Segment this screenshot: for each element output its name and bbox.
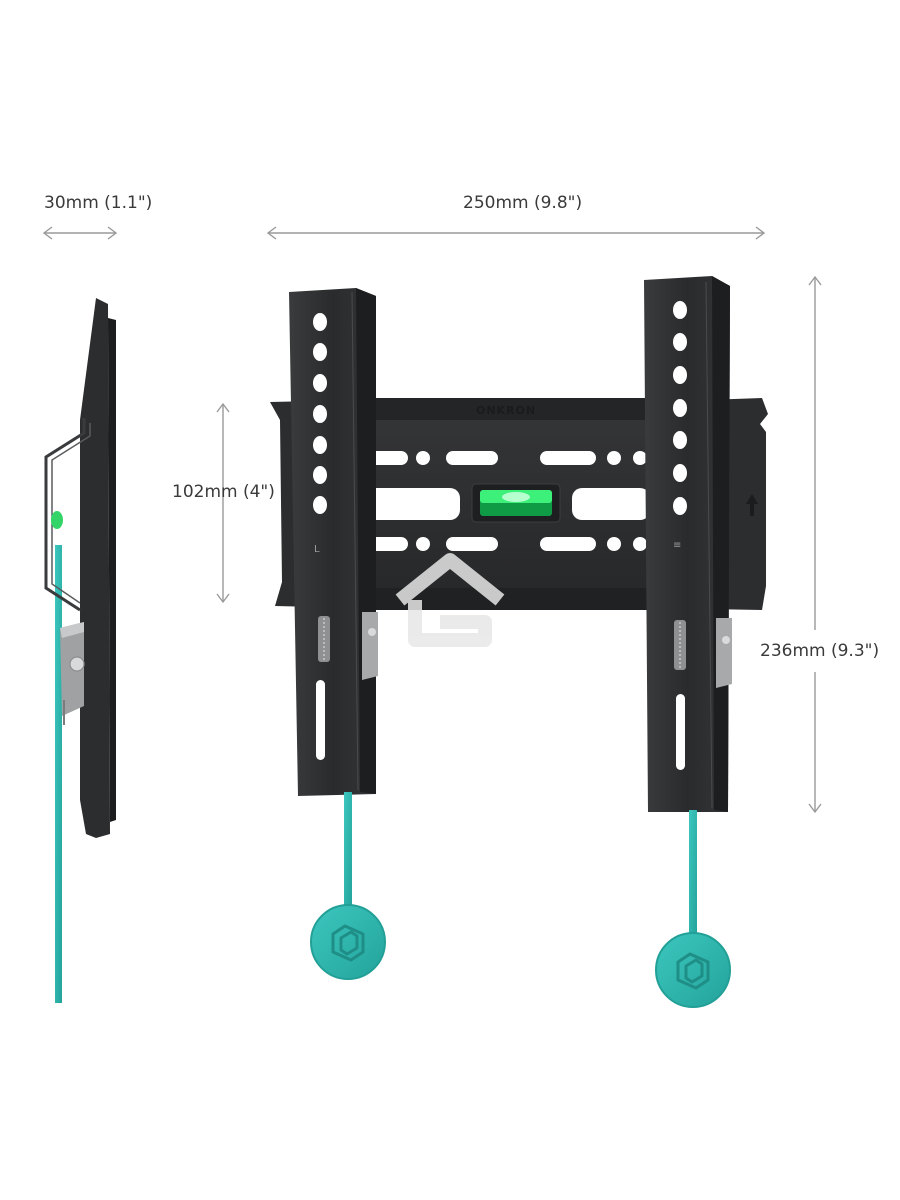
svg-text:≡: ≡ [673, 540, 681, 551]
right-vertical-rail: ≡ [644, 276, 732, 812]
svg-text:L: L [314, 544, 320, 555]
brand-embossed-text: ONKRON [476, 404, 536, 417]
onkron-logo-icon [676, 952, 710, 990]
front-mounting-plate: ONKRON [270, 398, 768, 610]
side-tv-plate [80, 298, 110, 838]
width-arrow [266, 226, 766, 240]
depth-arrow [42, 226, 118, 240]
width-label: 250mm (9.8") [463, 193, 583, 213]
total-height-arrow [808, 275, 822, 814]
side-strap [55, 545, 62, 1003]
center-height-label: 102mm (4") [172, 482, 275, 502]
center-height-arrow [216, 402, 230, 604]
bubble-level-icon [471, 483, 561, 523]
left-pull-strap [310, 792, 386, 980]
total-height-label: 236mm (9.3") [760, 641, 880, 661]
depth-label: 30mm (1.1") [44, 193, 153, 213]
left-vertical-rail: L [289, 288, 378, 796]
onkron-logo-icon [331, 924, 365, 962]
right-pull-strap [655, 810, 731, 1008]
side-bolt [69, 656, 85, 672]
side-level-bubble-icon [51, 511, 63, 529]
home-watermark-icon [395, 553, 505, 647]
up-arrow-icon [746, 494, 758, 516]
side-view-mount [44, 298, 116, 1003]
